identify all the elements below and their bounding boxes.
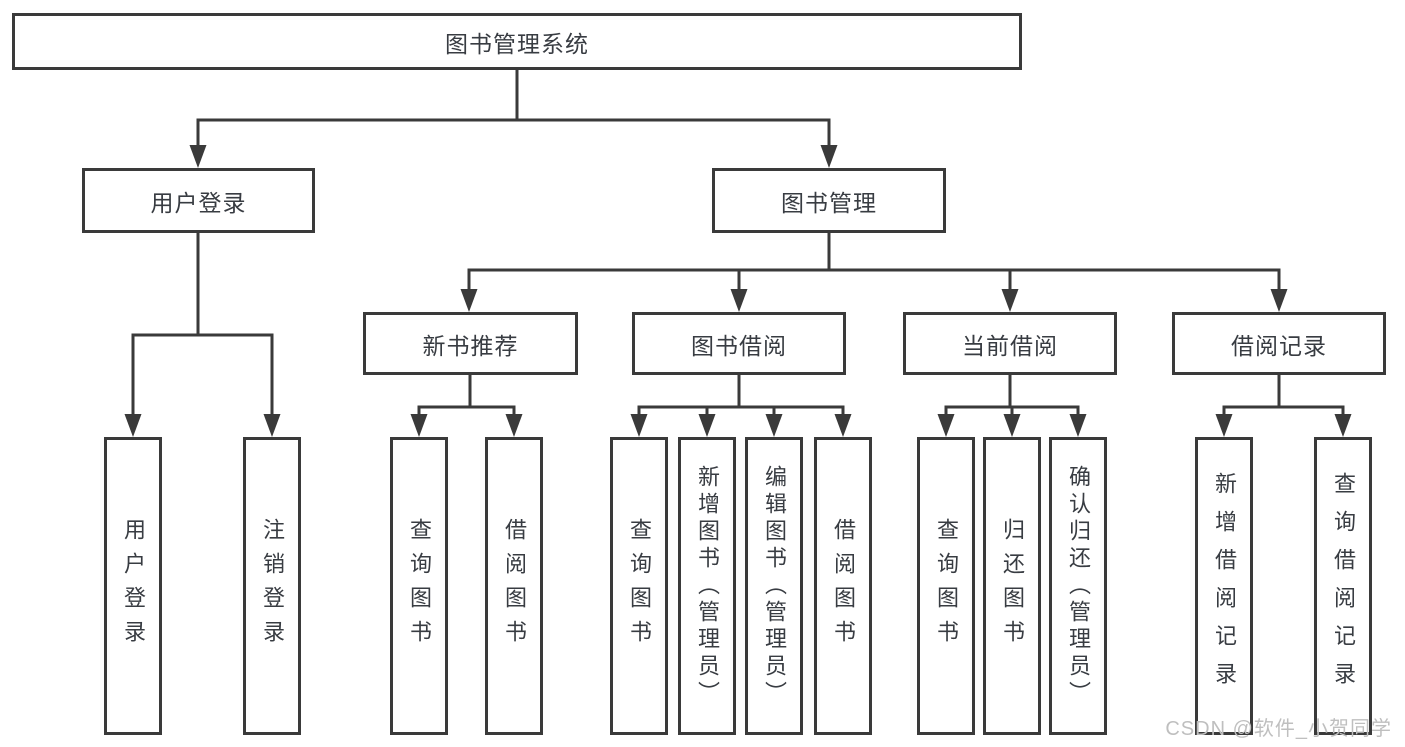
arrowheads (124, 145, 1352, 437)
leaf-return-books: 归还图书 (983, 437, 1041, 735)
node-root-system: 图书管理系统 (12, 13, 1022, 70)
node-book-borrow: 图书借阅 (632, 312, 846, 375)
leaf-query-borrow-record: 查询借阅记录 (1314, 437, 1372, 735)
node-user-login-branch: 用户登录 (82, 168, 315, 233)
node-book-management-branch: 图书管理 (712, 168, 946, 233)
node-new-book-recommend: 新书推荐 (363, 312, 578, 375)
leaf-query-books-recommend: 查询图书 (390, 437, 448, 735)
leaf-borrow-books-recommend: 借阅图书 (485, 437, 543, 735)
leaf-add-borrow-record: 新增借阅记录 (1195, 437, 1253, 735)
leaf-add-books-admin: 新增图书（管理员） (678, 437, 736, 735)
leaf-user-login: 用户登录 (104, 437, 162, 735)
leaf-query-books-borrow: 查询图书 (610, 437, 668, 735)
leaf-borrow-books-borrow: 借阅图书 (814, 437, 872, 735)
leaf-edit-books-admin: 编辑图书（管理员） (745, 437, 803, 735)
leaf-query-books-current: 查询图书 (917, 437, 975, 735)
leaf-confirm-return-admin: 确认归还（管理员） (1049, 437, 1107, 735)
csdn-watermark: CSDN @软件_小贺同学 (1165, 718, 1392, 740)
leaf-logout: 注销登录 (243, 437, 301, 735)
node-borrow-records: 借阅记录 (1172, 312, 1386, 375)
node-current-borrow: 当前借阅 (903, 312, 1117, 375)
